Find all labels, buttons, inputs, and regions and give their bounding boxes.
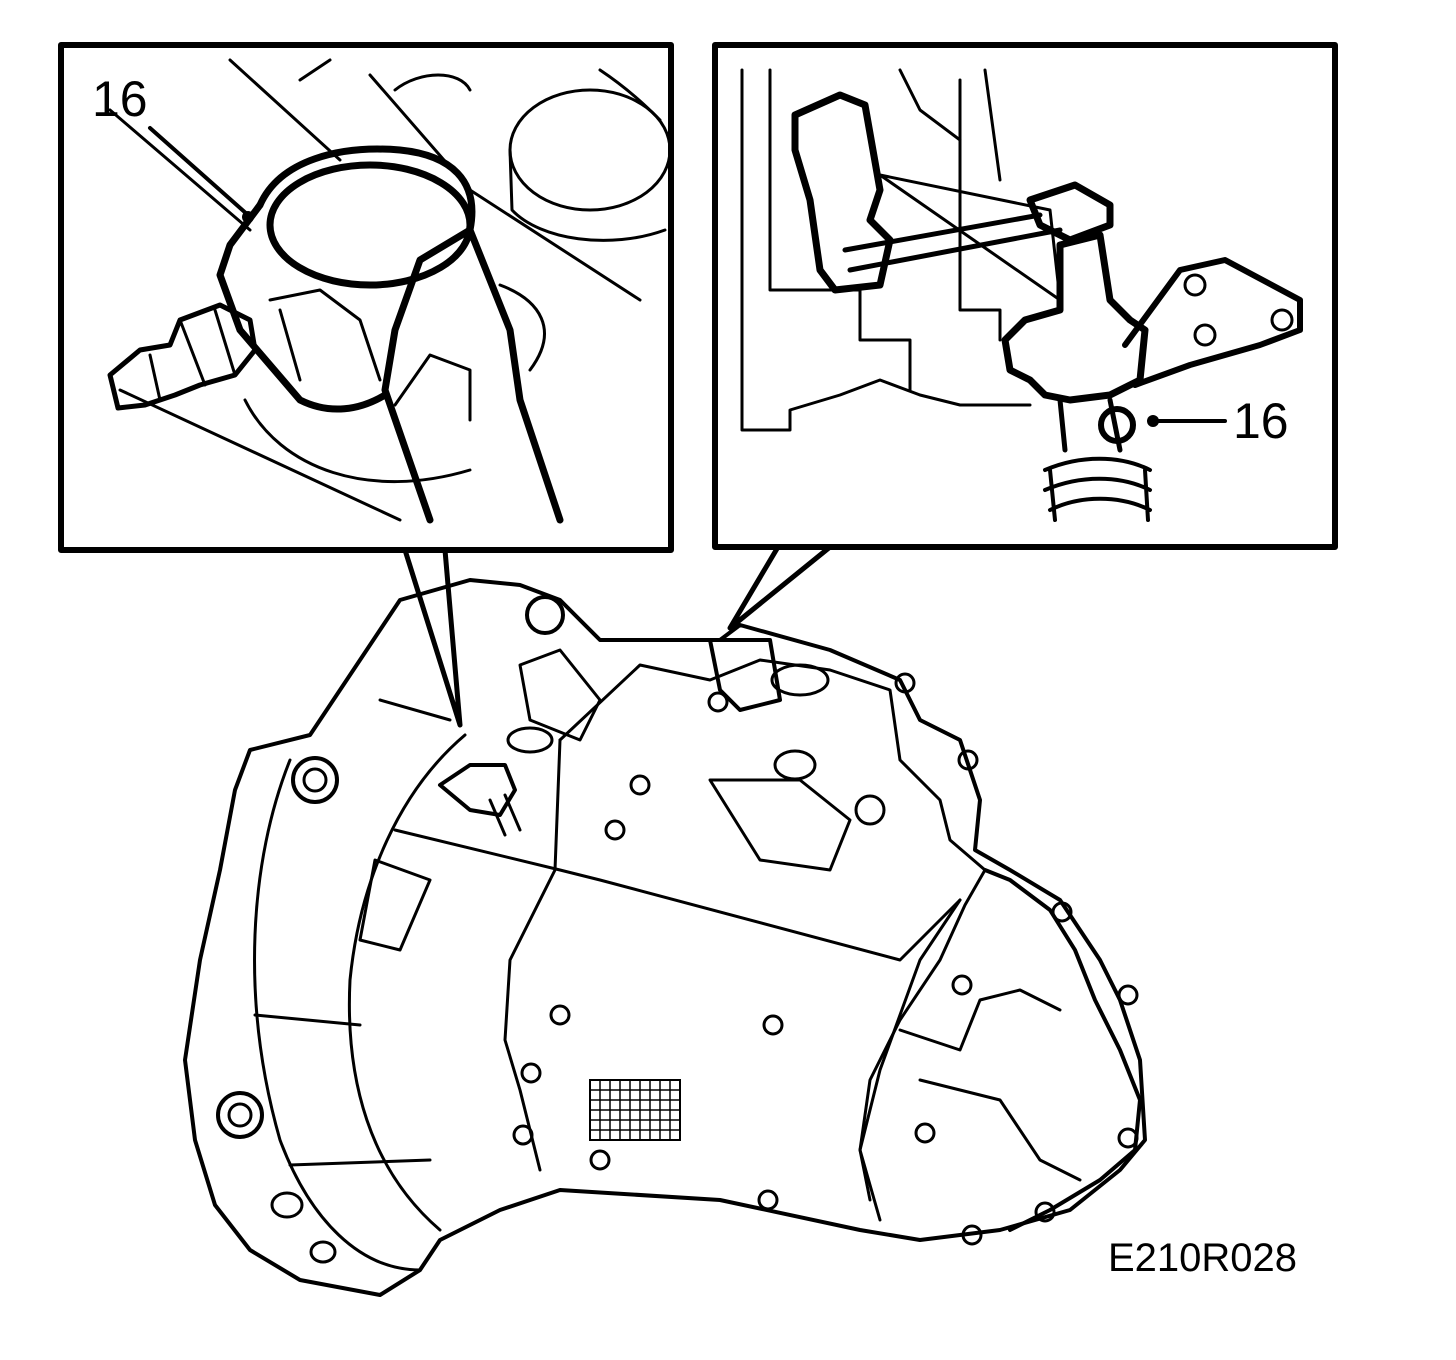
bolt	[1117, 984, 1139, 1006]
bolt	[1034, 1201, 1056, 1223]
bolt	[757, 1189, 779, 1211]
bolt	[957, 749, 979, 771]
arm-bolt-1	[1183, 273, 1207, 297]
end-cover-ribs	[898, 988, 1082, 1182]
right-casting-details	[768, 68, 1002, 392]
left-leader-line	[148, 126, 250, 217]
housing-bolts	[512, 672, 1139, 1246]
bell-boss-top-hole	[302, 767, 328, 793]
linkage-bracket	[878, 173, 1062, 302]
casing-plug-3	[854, 794, 886, 826]
left-bg-cylinder-top	[508, 88, 672, 212]
right-inset	[712, 42, 1338, 631]
slave-cylinder-flange	[216, 201, 389, 413]
slave-cylinder-outline	[256, 145, 564, 524]
bolt	[951, 974, 973, 996]
bolt	[629, 774, 651, 796]
clutch-housing-inner	[347, 733, 467, 1232]
shift-rod	[842, 212, 1063, 273]
left-lower-housing	[118, 283, 546, 522]
end-cover-outline	[983, 868, 1142, 1232]
right-casting-outline	[740, 68, 1032, 432]
left-leader-dot	[242, 211, 254, 223]
callout-label-right: 16	[1233, 393, 1289, 449]
bleed-nipple-hex	[148, 308, 237, 402]
left-inset-frame	[58, 42, 674, 553]
slave-cylinder-details	[268, 288, 472, 422]
bolt	[604, 819, 626, 841]
bell-boss-top	[291, 756, 339, 804]
casing-oil-plug	[506, 726, 554, 754]
bolt	[1051, 901, 1073, 923]
end-cover-flange	[858, 898, 962, 1222]
gear-lever-arm	[1122, 257, 1303, 388]
bolt	[589, 1149, 611, 1171]
casing-plug-2	[773, 749, 817, 781]
bolt	[961, 1224, 983, 1246]
arm-bolt-2	[1193, 323, 1217, 347]
arm-bolt-3	[1270, 308, 1294, 332]
bell-housing-ribs	[253, 698, 452, 1167]
bolt	[707, 691, 729, 713]
gear-casing-front	[503, 738, 562, 1172]
selector-housing-cap	[770, 663, 830, 697]
bolt	[914, 1122, 936, 1144]
bell-boss-bottom-1	[270, 1191, 304, 1219]
right-inset-pointer	[727, 544, 833, 631]
bell-housing-outline	[183, 578, 1147, 1297]
slave-cylinder-small	[438, 763, 517, 817]
left-bg-cylinder-body	[508, 148, 667, 242]
figure-reference-code: E210R028	[1108, 1236, 1298, 1280]
bell-boss-bottom-2	[309, 1240, 337, 1264]
right-inset-frame	[712, 42, 1338, 550]
casing-top-boss	[518, 648, 602, 742]
casting-grille	[589, 1079, 681, 1141]
clutch-housing-rim	[253, 758, 422, 1272]
bolt	[520, 1062, 542, 1084]
slave-cylinder-cap	[266, 161, 474, 289]
bolt	[894, 672, 916, 694]
left-housing-edges	[108, 58, 642, 302]
gearbox-assembly	[183, 578, 1147, 1297]
slave-cylinder-pipe	[488, 793, 522, 837]
rubber-boot	[1043, 456, 1152, 522]
rod-coupling	[1026, 181, 1114, 244]
selector-lever	[1001, 231, 1149, 404]
selector-housing	[708, 638, 782, 712]
left-inset-pointer	[402, 547, 463, 728]
bell-boss-lower-hole	[227, 1102, 253, 1128]
selector-cover-detail	[708, 778, 852, 872]
bolt	[1117, 1127, 1139, 1149]
bell-boss-upper	[525, 595, 565, 635]
gear-casing-seam	[393, 828, 962, 962]
upper-shift-lever	[791, 91, 894, 294]
lever-pin	[1098, 406, 1136, 444]
callout-label-left: 16	[92, 71, 148, 127]
bleed-nipple	[107, 302, 258, 411]
bell-boss-lower	[216, 1091, 264, 1139]
bolt	[512, 1124, 534, 1146]
release-fork-window	[358, 858, 432, 952]
bolt	[549, 1004, 571, 1026]
gear-casing-top	[558, 658, 987, 1202]
left-inset	[58, 42, 674, 728]
bolt	[762, 1014, 784, 1036]
